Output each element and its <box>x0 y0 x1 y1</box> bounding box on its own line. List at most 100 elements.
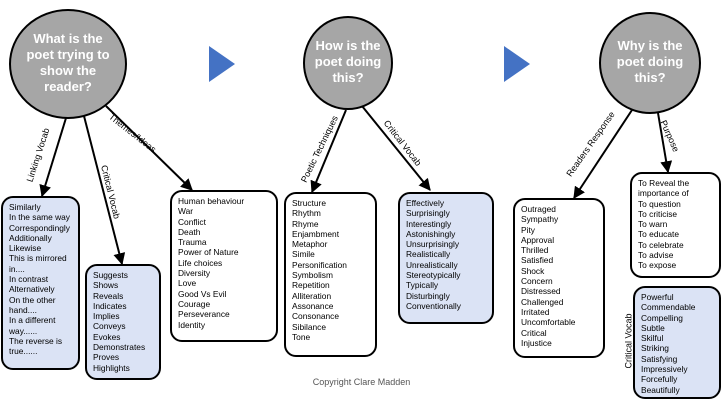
connector-linking-vocab <box>39 117 67 198</box>
list-item: Unrealistically <box>406 259 458 270</box>
list-item: To advise <box>638 250 674 261</box>
list-item: Conveys <box>93 321 126 332</box>
list-item: Evokes <box>93 331 121 342</box>
list-item: Surprisingly <box>406 208 450 219</box>
list-item: Outraged <box>521 204 556 214</box>
list-item: Indicates <box>93 300 127 311</box>
question-3-label: Why is the poet doing this? <box>616 38 684 85</box>
list-item: Effectively <box>406 198 445 208</box>
list-item: Injustice <box>521 337 552 348</box>
list-item: Stereotypically <box>406 270 461 281</box>
list-item: way...... <box>9 325 38 336</box>
list-item: Similarly <box>9 202 41 212</box>
connector-themes <box>105 105 193 191</box>
flow-arrow-2 <box>504 46 530 82</box>
question-2-circle <box>303 16 393 110</box>
list-item: Identity <box>178 319 206 330</box>
list-item: Approval <box>521 234 555 245</box>
list-item: Typically <box>406 280 439 291</box>
list-item: Death <box>178 226 201 237</box>
list-item: Satisfying <box>641 353 678 364</box>
connector-critical-vocab-1 <box>83 115 126 266</box>
list-item: In a different <box>9 315 56 326</box>
list-item: Conflict <box>178 216 206 227</box>
list-item: Striking <box>641 343 669 354</box>
list-item: This is mirrored <box>9 253 67 264</box>
list-item: Symbolism <box>292 270 333 281</box>
list-item: true...... <box>9 346 38 357</box>
list-item: To educate <box>638 229 679 240</box>
list-item: Demonstrates <box>93 342 146 353</box>
list-item: Likewise <box>9 243 42 254</box>
list-item: Personification <box>292 259 347 270</box>
list-item: Sibilance <box>292 321 326 332</box>
list-item: hand.... <box>9 304 37 315</box>
question-2-label: How is the poet doing this? <box>314 38 382 85</box>
list-item: importance of <box>638 188 689 199</box>
list-item: Metaphor <box>292 239 328 250</box>
list-item: To warn <box>638 219 668 230</box>
list-item: To criticise <box>638 208 678 219</box>
list-item: Trauma <box>178 237 207 248</box>
list-item: Compelling <box>641 312 683 323</box>
list-item: Tone <box>292 331 311 342</box>
list-item: Astonishingly <box>406 228 456 239</box>
list-item: Shows <box>93 280 119 291</box>
list-item: To expose <box>638 260 677 271</box>
list-item: Distressed <box>521 286 561 297</box>
list-item: Sympathy <box>521 214 559 225</box>
list-item: Courage <box>178 298 211 309</box>
list-item: Irritated <box>521 306 550 317</box>
list-item: Uncomfortable <box>521 317 576 328</box>
list-item: Rhyme <box>292 218 319 229</box>
list-item: Suggests <box>93 270 128 280</box>
list-item: Good Vs Evil <box>178 288 227 299</box>
list-item: Powerful <box>641 292 674 302</box>
list-item: Realistically <box>406 249 451 260</box>
list-item: Concern <box>521 276 553 287</box>
question-1-label: What is the poet trying to show the read… <box>26 31 110 94</box>
question-3-circle <box>599 12 701 114</box>
list-item: Impressively <box>641 364 688 375</box>
list-item: Repetition <box>292 280 330 291</box>
list-item: To celebrate <box>638 239 684 250</box>
connector-critical-vocab-2 <box>361 105 431 191</box>
list-item: Human behaviour <box>178 196 245 206</box>
connector-purpose <box>657 112 673 174</box>
list-item: Proves <box>93 352 120 363</box>
list-item: Unsurprisingly <box>406 239 460 250</box>
list-item: Consonance <box>292 311 340 322</box>
list-item: Beautifully <box>641 384 680 395</box>
list-item: Subtle <box>641 322 665 333</box>
list-item: Pity <box>521 224 535 235</box>
list-item: Disturbingly <box>406 290 450 301</box>
list-item: Satisfied <box>521 255 554 266</box>
copyright-text: Copyright Clare Madden <box>312 377 411 387</box>
list-item: Enjambment <box>292 228 340 239</box>
list-item: Commendable <box>641 302 696 313</box>
list-item: Assonance <box>292 300 334 311</box>
list-item: Shock <box>521 265 545 276</box>
list-item: in.... <box>9 263 25 274</box>
list-item: To question <box>638 198 681 209</box>
list-item: War <box>178 206 194 217</box>
list-item: Alternatively <box>9 284 55 295</box>
connector-poetic-techniques <box>310 109 347 194</box>
list-item: Critical <box>521 327 547 338</box>
list-item: Forcefully <box>641 374 678 385</box>
list-item: Challenged <box>521 296 564 307</box>
list-item: Simile <box>292 249 315 260</box>
list-item: Reveals <box>93 290 124 301</box>
list-item: Correspondingly <box>9 222 70 233</box>
list-item: Highlights <box>93 362 130 373</box>
list-item: The reverse is <box>9 335 63 346</box>
